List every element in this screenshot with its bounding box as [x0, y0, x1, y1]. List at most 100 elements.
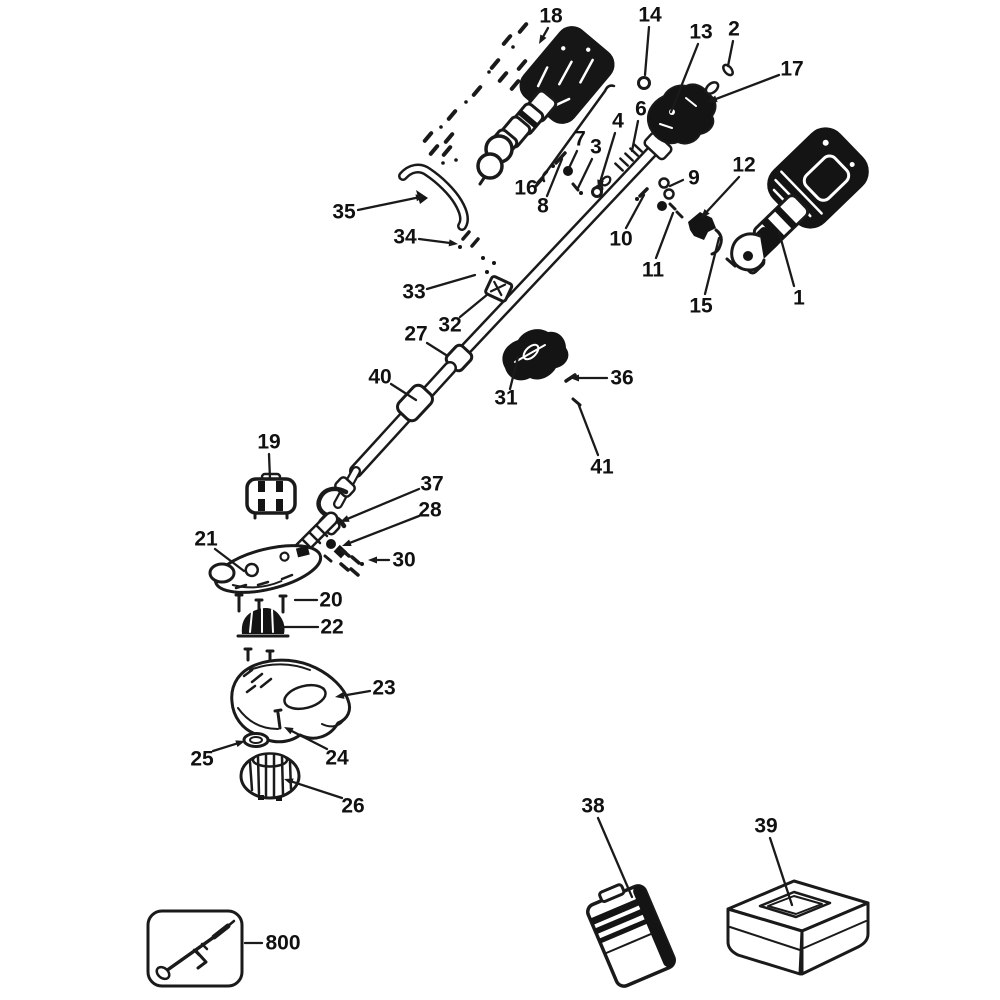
callout-leader-16 [535, 170, 549, 185]
callout-arrow-23 [335, 692, 345, 699]
trigger-housing [476, 26, 615, 186]
callout-leader-2 [726, 39, 735, 68]
spool-dome [236, 607, 290, 664]
callout-arrow-35 [415, 194, 425, 202]
accessory-box [146, 909, 244, 988]
callout-label-16: 16 [514, 177, 537, 200]
callout-leader-24 [290, 729, 329, 751]
callout-label-34: 34 [393, 226, 417, 249]
callout-arrow-26 [284, 778, 294, 786]
callout-label-7: 7 [574, 128, 586, 151]
callout-label-1: 1 [793, 287, 805, 310]
callout-label-38: 38 [581, 795, 605, 818]
housing-screws [422, 22, 529, 165]
callout-leader-25 [211, 742, 238, 753]
pin-part-24 [273, 708, 283, 730]
callout-leader-34 [417, 237, 451, 245]
callout-arrow-36 [570, 374, 579, 382]
callout-leader-6 [630, 119, 640, 153]
callout-label-21: 21 [194, 528, 218, 551]
callout-leader-28 [349, 514, 421, 544]
callout-leader-11 [654, 211, 675, 260]
callout-leader-10 [624, 193, 646, 230]
callout-label-6: 6 [635, 98, 647, 121]
washer-part-2 [722, 63, 734, 77]
callout-label-20: 20 [319, 589, 342, 612]
callout-arrow-24 [284, 727, 294, 735]
callout-label-8: 8 [537, 195, 549, 218]
callout-leader-40 [389, 382, 418, 402]
callout-leader-33 [425, 273, 477, 291]
callout-leader-41 [576, 401, 600, 457]
callout-label-800: 800 [265, 932, 300, 955]
callout-arrow-30 [368, 556, 377, 564]
callout-leader-1 [777, 230, 796, 288]
ring-part-14 [637, 76, 651, 90]
callout-label-17: 17 [780, 58, 803, 81]
spool-parts [239, 732, 301, 801]
callout-leader-23 [342, 689, 372, 697]
callout-label-28: 28 [418, 499, 442, 522]
callout-label-27: 27 [404, 323, 427, 346]
charger [726, 879, 870, 976]
callout-arrow-4 [597, 179, 604, 189]
callout-leader-35 [356, 196, 418, 212]
callout-label-14: 14 [638, 4, 662, 27]
callout-leader-12 [705, 175, 741, 213]
callout-leader-26 [291, 780, 344, 800]
callout-label-31: 31 [494, 387, 518, 410]
callout-label-30: 30 [392, 549, 415, 572]
battery-pack [586, 883, 676, 988]
callout-leader-4 [599, 131, 617, 182]
callout-label-13: 13 [689, 21, 712, 44]
handle-clamp-hardware [458, 230, 514, 303]
callout-arrow-17 [708, 95, 718, 103]
callout-label-22: 22 [320, 616, 343, 639]
aux-handle [398, 163, 470, 231]
callout-label-40: 40 [368, 366, 391, 389]
callout-label-9: 9 [688, 167, 700, 190]
callout-leader-19 [267, 452, 272, 481]
shaft-coupler [637, 63, 734, 145]
trimmer-head-assembly [208, 472, 364, 619]
motor-housing-rear [725, 127, 869, 275]
lever-part-12 [688, 212, 716, 240]
callout-label-15: 15 [689, 295, 713, 318]
callout-label-3: 3 [590, 136, 602, 159]
callout-leader-9 [668, 178, 685, 188]
bump-knob [245, 472, 297, 520]
callout-leader-39 [768, 836, 794, 907]
callout-arrow-25 [235, 740, 245, 748]
callout-leader-15 [703, 236, 721, 296]
callout-label-37: 37 [420, 473, 443, 496]
callout-label-2: 2 [728, 18, 740, 41]
screw-part-15-target [725, 257, 737, 268]
callout-leader-32 [458, 292, 490, 319]
callout-label-18: 18 [539, 5, 563, 28]
callout-arrow-12 [701, 209, 710, 218]
callout-label-10: 10 [609, 228, 632, 251]
callout-label-11: 11 [642, 259, 665, 282]
upper-shaft-tube [456, 119, 683, 359]
callout-leader-38 [596, 816, 634, 899]
callout-label-36: 36 [610, 367, 633, 390]
callout-arrow-34 [448, 239, 458, 247]
callout-leader-27 [425, 341, 448, 357]
callout-label-39: 39 [754, 815, 777, 838]
callout-leader-21 [213, 547, 246, 573]
callout-label-4: 4 [612, 110, 624, 133]
callout-arrow-18 [539, 34, 547, 44]
callout-leader-3 [576, 157, 594, 190]
callout-label-25: 25 [190, 748, 214, 771]
callout-label-19: 19 [257, 431, 280, 454]
lower-shaft-tube [333, 343, 474, 509]
callout-label-33: 33 [402, 281, 425, 304]
callout-label-26: 26 [341, 795, 364, 818]
callout-leader-18 [542, 26, 550, 38]
callout-label-23: 23 [372, 677, 395, 700]
mini-trimmer-icon [155, 919, 236, 981]
callout-label-24: 24 [325, 747, 349, 770]
callout-arrow-37 [340, 515, 350, 522]
callout-leader-13 [669, 42, 700, 114]
